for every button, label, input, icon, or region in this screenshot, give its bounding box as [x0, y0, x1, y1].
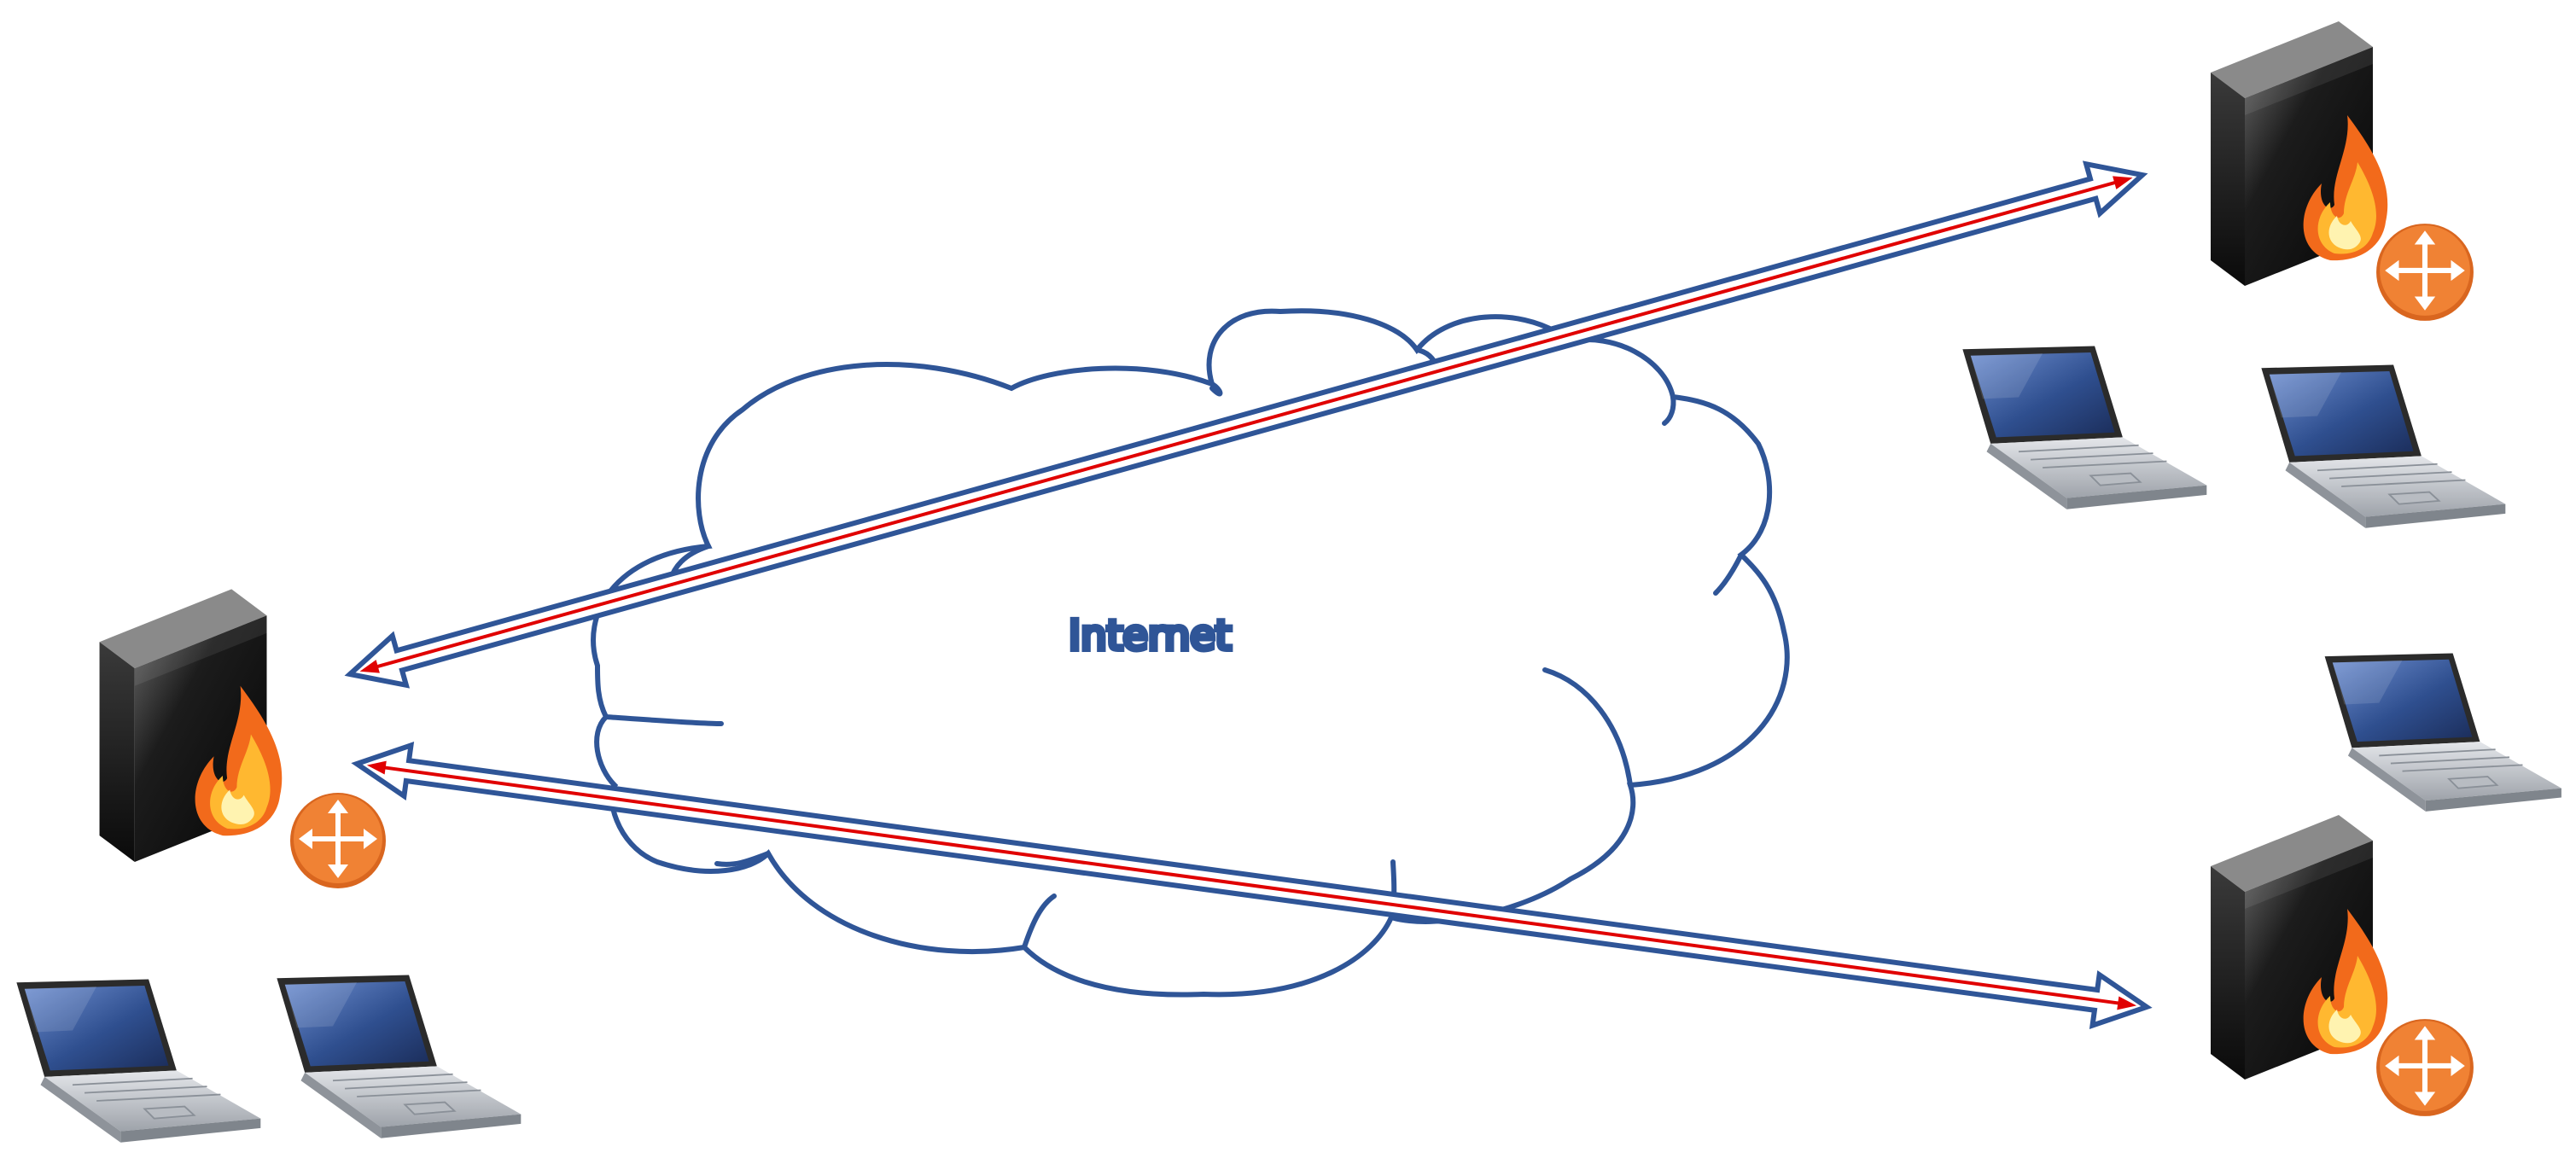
laptop-icon[interactable] [276, 974, 522, 1139]
laptop-icon[interactable] [2260, 364, 2507, 529]
cloud-lobe-arc [1713, 552, 1744, 596]
firewall-server-icon[interactable] [99, 589, 283, 862]
router-icon[interactable] [2376, 224, 2474, 321]
tunnel-core-arrowhead [366, 760, 387, 775]
internet-cloud: Internet [591, 308, 1790, 998]
tunnel-core-arrowhead [359, 660, 380, 673]
cloud-label: Internet [1069, 612, 1232, 660]
top-right-site [1961, 21, 2507, 529]
cloud-lobe-arc [1542, 667, 1633, 788]
firewall-server-icon[interactable] [2211, 815, 2388, 1080]
laptop-icon[interactable] [1961, 345, 2208, 510]
router-icon[interactable] [290, 793, 386, 888]
laptop-icon[interactable] [2323, 652, 2562, 812]
tunnel-core-line [364, 177, 2129, 672]
cloud-lobe-arc [1022, 894, 1057, 950]
tunnel-core-line [371, 764, 2132, 1007]
cloud-lobe-arc [1662, 394, 1676, 426]
cloud-lobe-arc [603, 714, 724, 726]
firewall-server-icon[interactable] [2211, 21, 2388, 286]
laptop-icon[interactable] [15, 978, 262, 1144]
bottom-right-site [2211, 652, 2562, 1116]
left-site [15, 589, 522, 1144]
router-icon[interactable] [2376, 1019, 2474, 1116]
vpn-tunnels [344, 160, 2153, 1030]
cloud-lobe-arc [1209, 381, 1223, 397]
tunnel-core-arrowhead [2113, 176, 2133, 189]
tunnel-core-arrowhead [2117, 996, 2137, 1010]
cloud-lobe-arc [714, 851, 771, 867]
